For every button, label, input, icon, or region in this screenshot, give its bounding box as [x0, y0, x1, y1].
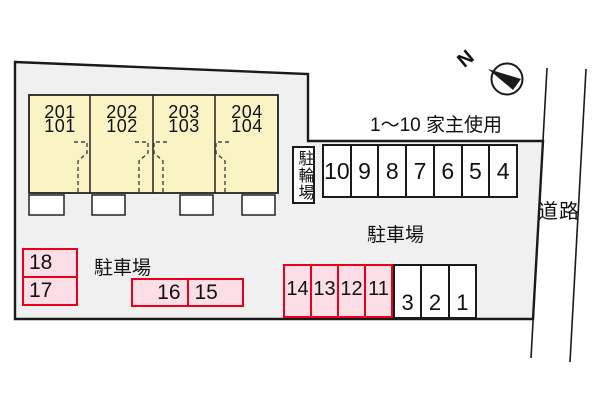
- unit-label-4: 204 104: [217, 102, 277, 136]
- entry-path-3: [153, 141, 167, 193]
- unit-upper-number: 204: [231, 102, 263, 122]
- parking-lot-label-center: 駐車場: [367, 225, 425, 246]
- parking-stack-18-17: 18 17: [22, 248, 78, 306]
- road-line-right: [569, 68, 587, 363]
- parking-spot-12: 12: [337, 266, 364, 316]
- parking-spot-8: 8: [377, 146, 405, 196]
- unit-lower-number: 103: [168, 116, 200, 136]
- entry-path-1: [74, 141, 88, 193]
- unit-label-3: 203 103: [154, 102, 214, 136]
- bicycle-parking-label: 駐輪場: [295, 149, 313, 201]
- unit-upper-number: 203: [168, 102, 200, 122]
- parking-spot-1: 1: [447, 266, 475, 317]
- bicycle-parking-box: 駐輪場: [292, 146, 315, 204]
- parking-spot-18: 18: [29, 251, 53, 274]
- parking-spot-11: 11: [364, 266, 391, 316]
- unit-label-1: 201 101: [30, 102, 90, 136]
- parking-spot-2: 2: [420, 266, 447, 317]
- road-line-left: [530, 67, 548, 359]
- compass-needle: [488, 69, 521, 90]
- entry-path-2: [135, 141, 149, 193]
- parking-spot-16: 16: [157, 280, 181, 304]
- porch-3: [179, 194, 214, 216]
- unit-lower-number: 101: [44, 116, 76, 136]
- road-label: 道路: [538, 201, 580, 223]
- parking-row-14-11: 14 13 12 11: [283, 264, 393, 318]
- entry-path-4: [215, 141, 229, 193]
- unit-upper-number: 202: [106, 102, 138, 122]
- porch-1: [28, 194, 65, 216]
- parking-spot-14: 14: [286, 278, 309, 300]
- owner-parking-row: 10 9 8 7 6 5 4: [322, 144, 518, 198]
- parking-lot-label-left: 駐車場: [94, 258, 152, 279]
- owner-use-note: 1〜10 家主使用: [370, 115, 502, 136]
- porch-4: [241, 194, 276, 216]
- unit-upper-number: 201: [44, 102, 76, 122]
- parking-spot-15: 15: [186, 280, 243, 305]
- parking-spot-7: 7: [405, 146, 433, 196]
- parking-spot-9: 9: [349, 146, 378, 196]
- parking-spot-5: 5: [460, 146, 489, 196]
- parking-spot-3: 3: [401, 290, 414, 315]
- unit-lower-number: 104: [231, 116, 263, 136]
- parking-spot-4: 4: [488, 146, 516, 196]
- parking-spot-10: 10: [324, 157, 350, 184]
- parking-spot-6: 6: [432, 146, 461, 196]
- compass-icon: [488, 62, 524, 96]
- porch-2: [91, 194, 126, 216]
- parking-row-3-1: 3 2 1: [393, 264, 477, 319]
- parking-spot-13: 13: [310, 266, 337, 316]
- parking-row-16-15: 16 15: [131, 278, 244, 307]
- unit-label-2: 202 102: [92, 102, 152, 136]
- unit-lower-number: 102: [106, 116, 138, 136]
- parking-spot-17: 17: [24, 276, 76, 304]
